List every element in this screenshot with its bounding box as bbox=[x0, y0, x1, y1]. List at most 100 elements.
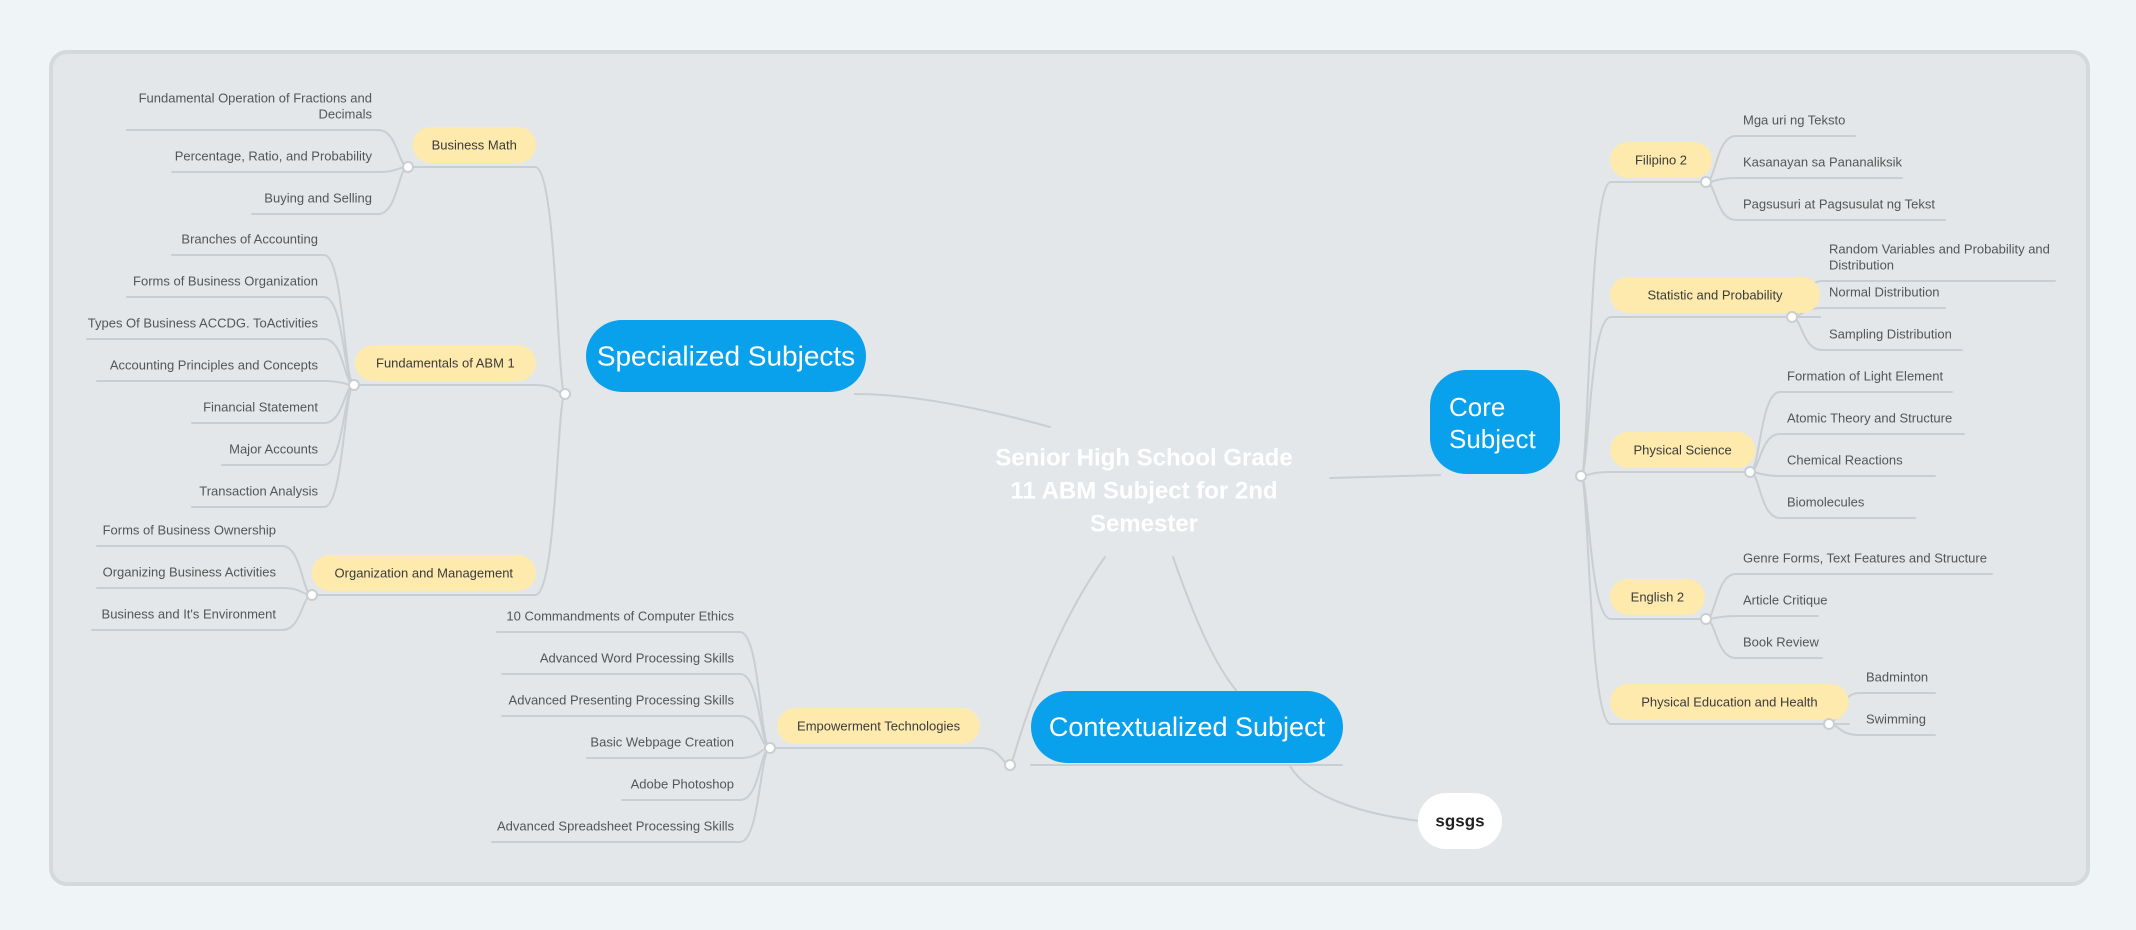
root-title-line: 11 ABM Subject for 2nd bbox=[1010, 478, 1277, 505]
branch-label: Contextualized Subject bbox=[1049, 712, 1326, 742]
topic-pill[interactable] bbox=[1610, 684, 1849, 720]
item-connector-line bbox=[586, 747, 771, 759]
leaf-item: Badminton bbox=[1866, 670, 1928, 685]
topic-label: Statistic and Probability bbox=[1647, 288, 1783, 303]
topic-pill[interactable] bbox=[777, 708, 980, 744]
hub-to-topic-line bbox=[411, 166, 566, 395]
branch-specialized[interactable]: Specialized Subjects bbox=[586, 320, 866, 392]
leaf-item: Sampling Distribution bbox=[1829, 327, 1952, 342]
topic-pill[interactable] bbox=[412, 127, 536, 163]
item-connector-line bbox=[191, 384, 355, 508]
contextualized-to-sgsgs-line bbox=[1289, 765, 1421, 822]
hub-to-topic-line bbox=[1580, 475, 1850, 725]
topic-pill[interactable] bbox=[311, 555, 536, 591]
branch-label: Specialized Subjects bbox=[597, 341, 855, 372]
topic-label: Physical Education and Health bbox=[1641, 695, 1817, 710]
leaf-item: Distribution bbox=[1829, 258, 1894, 273]
branch-bubble[interactable] bbox=[1430, 370, 1560, 474]
leaf-item: Atomic Theory and Structure bbox=[1787, 411, 1952, 426]
leaf-item: Advanced Spreadsheet Processing Skills bbox=[497, 819, 735, 834]
topic-node[interactable]: Organization and Management bbox=[311, 555, 536, 591]
leaf-item: Forms of Business Organization bbox=[133, 274, 318, 289]
item-connector-line bbox=[1749, 471, 1936, 477]
branch-hub-dot bbox=[1575, 470, 1587, 482]
hub-to-topic-line bbox=[310, 393, 566, 596]
leaf-item: Biomolecules bbox=[1787, 495, 1865, 510]
root-to-core-line bbox=[1329, 474, 1441, 479]
topic-junction-dot bbox=[1700, 613, 1712, 625]
topic-node[interactable]: Empowerment Technologies bbox=[777, 708, 980, 744]
leaf-item: Random Variables and Probability and bbox=[1829, 242, 2050, 257]
branch-hub-dot bbox=[1004, 759, 1016, 771]
topic-node[interactable]: Business Math bbox=[412, 127, 536, 163]
topic-junction-dot bbox=[348, 379, 360, 391]
topic-junction-dot bbox=[1823, 718, 1835, 730]
topic-node[interactable]: Filipino 2 bbox=[1610, 142, 1712, 178]
floating-topic[interactable]: sgsgs bbox=[1418, 793, 1502, 849]
item-connector-line bbox=[621, 747, 771, 801]
topic-node[interactable]: Physical Science bbox=[1610, 432, 1756, 468]
leaf-item: Buying and Selling bbox=[264, 191, 372, 206]
root-to-specialized-line bbox=[854, 393, 1051, 428]
topic-junction-dot bbox=[1744, 466, 1756, 478]
leaf-item: Business and It's Environment bbox=[102, 607, 277, 622]
leaf-item: Major Accounts bbox=[229, 442, 318, 457]
topic-junction-dot bbox=[402, 161, 414, 173]
item-connector-line bbox=[496, 631, 771, 749]
branch-contextualized[interactable]: Contextualized Subject bbox=[1031, 691, 1343, 763]
leaf-item: Forms of Business Ownership bbox=[103, 523, 276, 538]
leaf-item: Transaction Analysis bbox=[199, 484, 318, 499]
topic-label: Empowerment Technologies bbox=[797, 719, 961, 734]
root-to-contextualized-line bbox=[1011, 556, 1106, 763]
topic-pill[interactable] bbox=[1610, 277, 1820, 313]
leaf-item: Branches of Accounting bbox=[181, 232, 318, 247]
root-to-contextualized-line-2 bbox=[1172, 556, 1237, 691]
leaf-item: Financial Statement bbox=[203, 400, 318, 415]
leaf-item: Book Review bbox=[1743, 635, 1819, 650]
leaf-item: Basic Webpage Creation bbox=[590, 735, 734, 750]
leaf-item: Pagsusuri at Pagsusulat ng Tekst bbox=[1743, 197, 1935, 212]
hub-to-topic-line bbox=[776, 747, 1011, 766]
branch-label: Subject bbox=[1449, 424, 1536, 454]
hub-to-topic-line bbox=[1580, 471, 1757, 477]
topic-label: Fundamentals of ABM 1 bbox=[376, 356, 515, 371]
leaf-item: Advanced Presenting Processing Skills bbox=[509, 693, 735, 708]
leaf-item: Chemical Reactions bbox=[1787, 453, 1903, 468]
topic-node[interactable]: Physical Education and Health bbox=[1610, 684, 1849, 720]
leaf-item: Decimals bbox=[319, 107, 373, 122]
leaf-item: Formation of Light Element bbox=[1787, 369, 1943, 384]
topic-junction-dot bbox=[1786, 311, 1798, 323]
topic-pill[interactable] bbox=[1610, 432, 1756, 468]
topic-label: Business Math bbox=[432, 138, 517, 153]
topic-pill[interactable] bbox=[1610, 579, 1705, 615]
leaf-item: 10 Commandments of Computer Ethics bbox=[506, 609, 734, 624]
branch-bubble[interactable] bbox=[1031, 691, 1343, 763]
hub-to-topic-line bbox=[1580, 181, 1713, 477]
leaf-item: Swimming bbox=[1866, 712, 1926, 727]
topic-node[interactable]: English 2 bbox=[1610, 579, 1705, 615]
item-connector-line bbox=[1791, 307, 1946, 318]
item-connector-line bbox=[171, 166, 409, 173]
branch-bubble[interactable] bbox=[586, 320, 866, 392]
topic-node[interactable]: Fundamentals of ABM 1 bbox=[354, 345, 536, 381]
topic-label: Physical Science bbox=[1633, 443, 1731, 458]
topic-pill[interactable] bbox=[354, 345, 536, 381]
leaf-item: Normal Distribution bbox=[1829, 285, 1940, 300]
hub-to-topic-line bbox=[353, 384, 566, 395]
hub-to-topic-line bbox=[1580, 316, 1821, 477]
floating-bubble[interactable] bbox=[1418, 793, 1502, 849]
topic-pill[interactable] bbox=[1610, 142, 1712, 178]
topic-junction-dot bbox=[1700, 176, 1712, 188]
branch-label: Core bbox=[1449, 392, 1505, 422]
root-title-line: Senior High School Grade bbox=[995, 445, 1292, 472]
topic-junction-dot bbox=[306, 589, 318, 601]
leaf-item: Percentage, Ratio, and Probability bbox=[175, 149, 373, 164]
item-connector-line bbox=[96, 587, 313, 596]
leaf-item: Advanced Word Processing Skills bbox=[540, 651, 735, 666]
leaf-item: Article Critique bbox=[1743, 593, 1828, 608]
item-connector-line bbox=[1705, 177, 1903, 183]
leaf-item: Kasanayan sa Pananaliksik bbox=[1743, 155, 1902, 170]
topic-node[interactable]: Statistic and Probability bbox=[1610, 277, 1820, 313]
topic-label: Filipino 2 bbox=[1635, 153, 1687, 168]
